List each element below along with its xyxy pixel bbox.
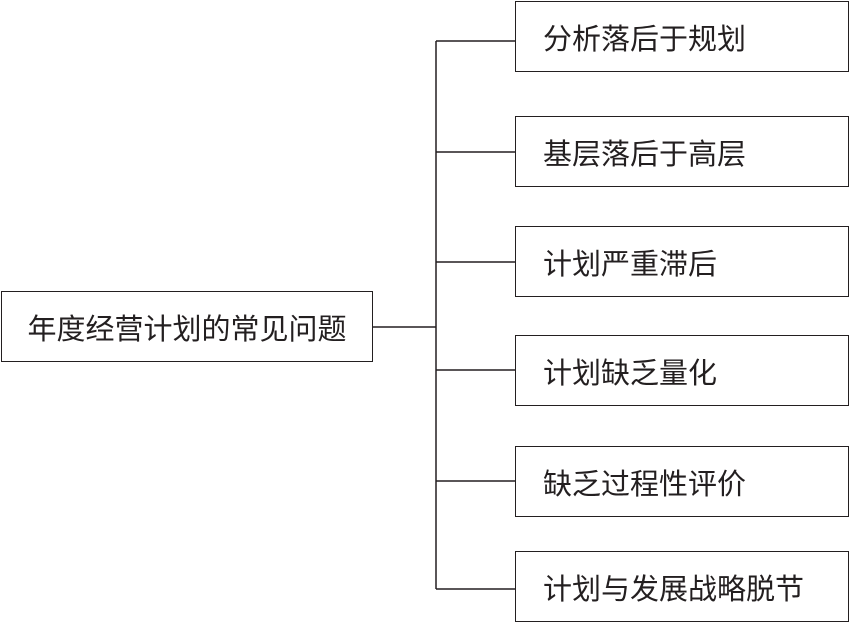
child-node-label: 计划严重滞后 xyxy=(543,246,718,281)
child-node-label: 计划缺乏量化 xyxy=(543,355,718,390)
root-node: 年度经营计划的常见问题 xyxy=(1,291,373,362)
child-node-2: 基层落后于高层 xyxy=(515,116,849,187)
child-node-4: 计划缺乏量化 xyxy=(515,335,849,406)
root-node-label: 年度经营计划的常见问题 xyxy=(27,311,347,346)
child-node-label: 分析落后于规划 xyxy=(543,21,747,56)
child-node-1: 分析落后于规划 xyxy=(515,1,849,72)
child-node-label: 缺乏过程性评价 xyxy=(543,466,747,501)
child-node-6: 计划与发展战略脱节 xyxy=(515,551,849,622)
child-node-label: 计划与发展战略脱节 xyxy=(543,571,805,606)
child-node-3: 计划严重滞后 xyxy=(515,226,849,297)
child-node-5: 缺乏过程性评价 xyxy=(515,446,849,517)
child-node-label: 基层落后于高层 xyxy=(543,136,747,171)
